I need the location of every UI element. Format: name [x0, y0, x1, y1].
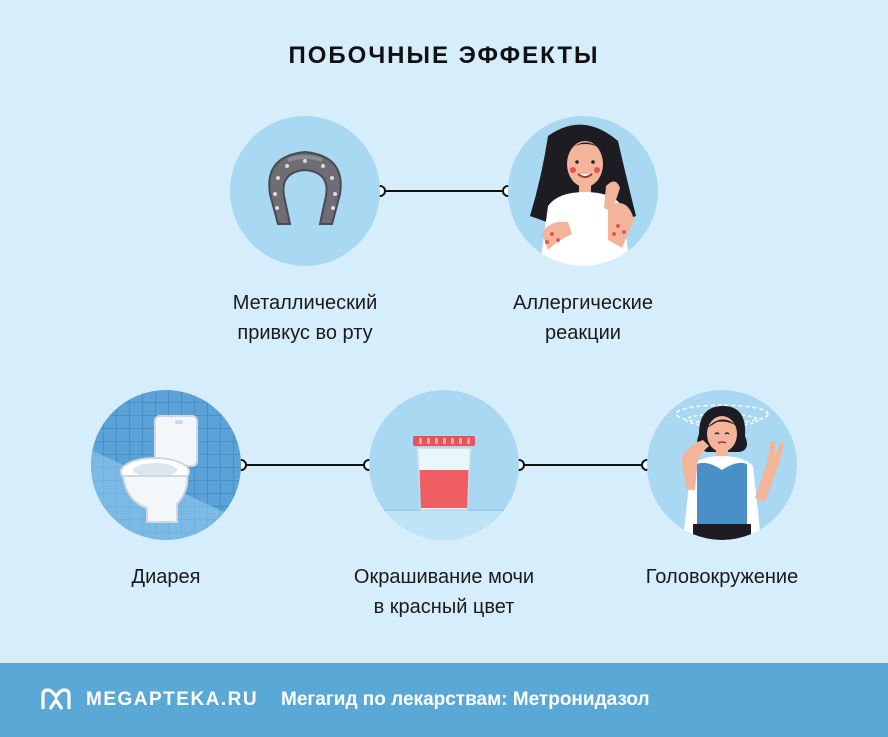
effect-circle-dizziness	[647, 390, 797, 540]
page-title: ПОБОЧНЫЕ ЭФФЕКТЫ	[288, 42, 600, 69]
effect-circle-urine	[369, 390, 519, 540]
footer-tagline: Мегагид по лекарствам: Метронидазол	[281, 689, 650, 710]
footer-brand[interactable]: MEGAPTEKA.RU	[86, 689, 259, 710]
effect-circle-diarrhea	[91, 390, 241, 540]
effect-circle-metallic-taste	[230, 116, 380, 266]
label-diarrhea: Диарея	[131, 566, 201, 588]
effect-circle-allergy	[508, 116, 658, 266]
allergy-woman-icon	[530, 124, 636, 266]
urine-container-icon	[369, 436, 519, 540]
dizzy-woman-icon	[675, 404, 784, 540]
label-dizziness: Головокружение	[645, 566, 799, 588]
footer-bar: MEGAPTEKA.RU Мегагид по лекарствам: Метр…	[0, 663, 888, 737]
toilet-icon	[91, 390, 241, 540]
horseshoe-icon	[268, 150, 342, 225]
megapteka-logo-icon	[41, 688, 71, 710]
